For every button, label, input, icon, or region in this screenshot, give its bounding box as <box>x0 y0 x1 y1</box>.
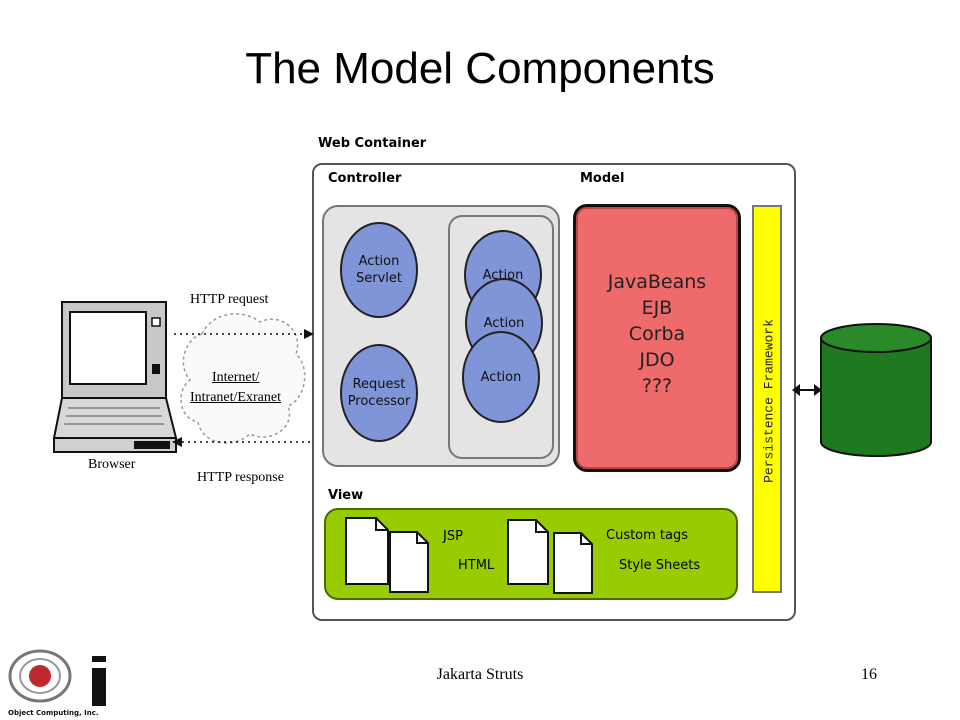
custom-tags-document-icon <box>507 519 549 585</box>
network-arrows-icon <box>172 313 314 447</box>
view-label: View <box>328 488 364 503</box>
model-item-corba: Corba <box>628 323 686 345</box>
persistence-database-arrow-icon <box>792 384 822 396</box>
request-processor-line1: Request <box>352 377 406 392</box>
view-style-sheets: Style Sheets <box>619 558 701 573</box>
model-label: Model <box>580 171 625 186</box>
oci-logo-icon: Object Computing, Inc. <box>8 649 106 717</box>
model-item-unknown: ??? <box>641 375 673 397</box>
html-document-icon <box>389 531 429 593</box>
request-processor-line2: Processor <box>347 394 411 409</box>
model-item-jdo: JDO <box>639 349 675 371</box>
jsp-document-icon <box>345 517 389 585</box>
browser-computer-icon <box>52 301 178 453</box>
web-container-label: Web Container <box>318 136 427 151</box>
model-item-javabeans: JavaBeans <box>607 271 707 293</box>
internet-label-line2: Intranet/Exranet <box>190 390 281 405</box>
action-circle-middle-label: Action <box>483 315 525 331</box>
persistence-label: Persistence Framework <box>761 319 777 483</box>
http-response-label: HTTP response <box>197 470 284 485</box>
model-box: JavaBeans EJB Corba JDO ??? <box>573 204 741 472</box>
view-custom-tags: Custom tags <box>606 528 689 543</box>
http-request-label: HTTP request <box>190 292 269 307</box>
action-servlet-line1: Action <box>358 254 400 269</box>
browser-label: Browser <box>88 457 136 472</box>
view-jsp: JSP <box>443 529 463 544</box>
controller-label: Controller <box>328 171 402 186</box>
page-number: 16 <box>861 666 877 683</box>
internet-label-line1: Internet/ <box>212 370 260 385</box>
slide-title: The Model Components <box>245 44 715 93</box>
persistence-framework: Persistence Framework <box>752 205 782 593</box>
database-cylinder-icon <box>820 323 932 457</box>
action-servlet-line2: Servlet <box>356 271 402 286</box>
style-sheets-document-icon <box>553 532 593 594</box>
action-circle-front: Action <box>462 331 540 423</box>
view-html: HTML <box>458 558 495 573</box>
logo-text: Object Computing, Inc. <box>8 709 99 717</box>
action-circle-front-label: Action <box>480 369 522 385</box>
footer-center-text: Jakarta Struts <box>436 666 524 683</box>
model-item-ejb: EJB <box>641 297 673 319</box>
